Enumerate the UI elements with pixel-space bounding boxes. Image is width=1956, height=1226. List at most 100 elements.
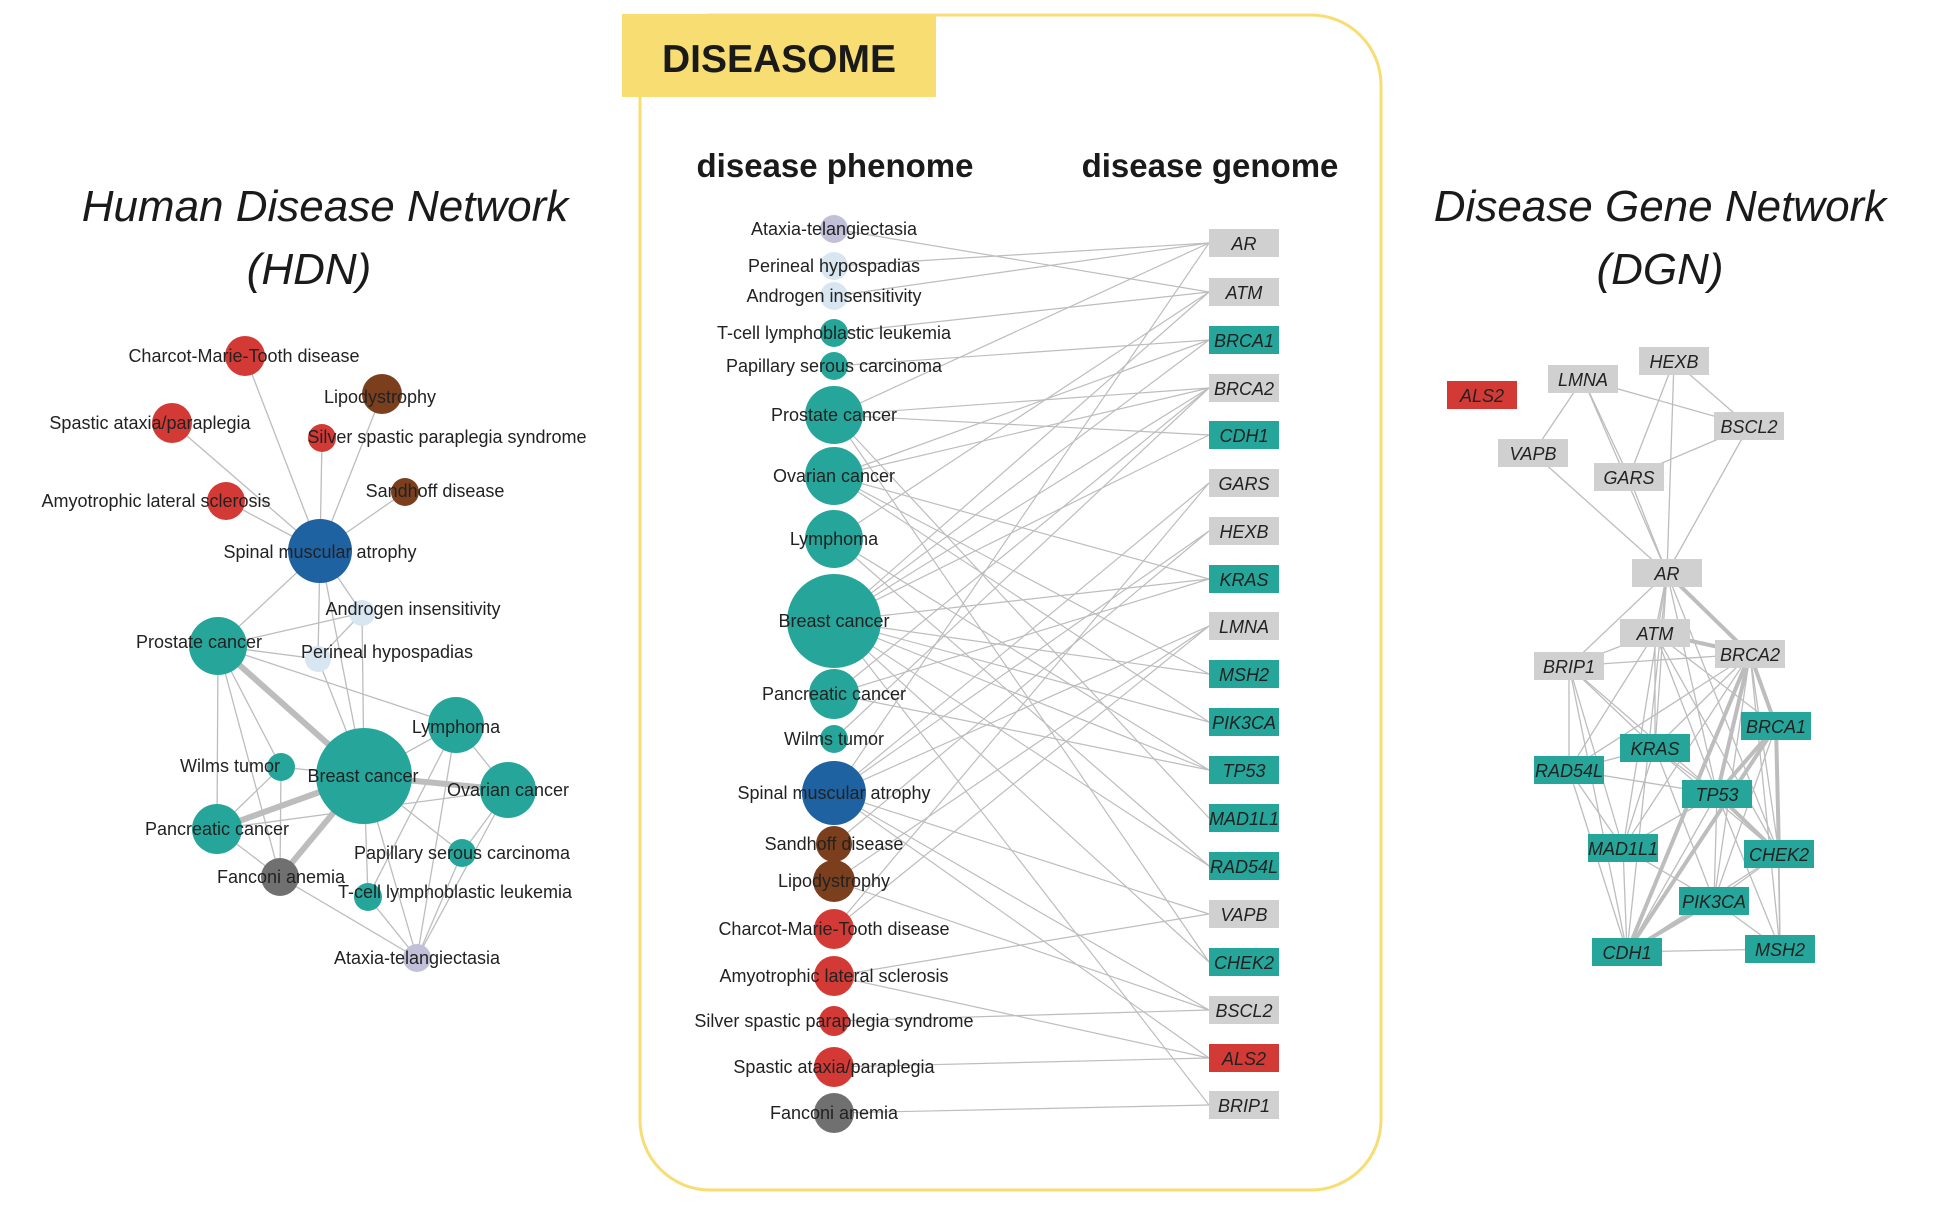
dgn-node-BRIP1 bbox=[1534, 652, 1604, 680]
diseasome-badge bbox=[622, 14, 936, 97]
dgn-label-ATM: ATM bbox=[1636, 624, 1674, 644]
hdn-label-wilms: Wilms tumor bbox=[180, 756, 280, 776]
phenome-node-ataxia bbox=[820, 215, 848, 243]
dgn-subtitle: (DGN) bbox=[1596, 245, 1723, 294]
hdn-node-spastic bbox=[152, 403, 192, 443]
bipartite-link bbox=[833, 339, 1210, 477]
phenome-label-fanconi: Fanconi anemia bbox=[770, 1103, 899, 1123]
dgn-label-RAD54L: RAD54L bbox=[1535, 761, 1603, 781]
bipartite-link bbox=[833, 625, 1210, 794]
genome-node-LMNA bbox=[1209, 612, 1279, 640]
phenome-node-sma bbox=[802, 761, 866, 825]
genome-node-PIK3CA bbox=[1209, 708, 1279, 736]
genome-node-MAD1L1 bbox=[1209, 804, 1279, 832]
hdn-label-sandhoff: Sandhoff disease bbox=[366, 481, 505, 501]
hdn-node-ataxia bbox=[403, 944, 431, 972]
diseasome-panel: DISEASOME disease phenome disease genome… bbox=[622, 13, 1383, 1192]
genome-node-BRCA2 bbox=[1209, 374, 1279, 402]
bipartite-link bbox=[833, 414, 1210, 963]
genome-node-KRAS bbox=[1209, 565, 1279, 593]
hdn-node-pancreatic bbox=[192, 804, 242, 854]
bipartite-link bbox=[833, 291, 1210, 540]
genome-node-BRIP1 bbox=[1209, 1091, 1279, 1119]
dgn-node-TP53 bbox=[1682, 780, 1752, 808]
genome-label-AR: AR bbox=[1230, 234, 1256, 254]
phenome-label-androgen: Androgen insensitivity bbox=[746, 286, 921, 306]
genome-label-ALS2: ALS2 bbox=[1221, 1049, 1266, 1069]
phenome-label-sma: Spinal muscular atrophy bbox=[737, 783, 930, 803]
dgn-edge bbox=[1622, 572, 1668, 849]
phenome-label-lymphoma: Lymphoma bbox=[790, 529, 879, 549]
dgn-label-HEXB: HEXB bbox=[1649, 352, 1698, 372]
dgn-edge bbox=[1622, 847, 1628, 953]
genome-label-PIK3CA: PIK3CA bbox=[1212, 713, 1276, 733]
bipartite-link bbox=[833, 291, 1210, 622]
hdn-node-perineal bbox=[305, 646, 331, 672]
bipartite-link bbox=[833, 620, 1210, 723]
dgn-label-CDH1: CDH1 bbox=[1602, 943, 1651, 963]
dgn-node-KRAS bbox=[1620, 734, 1690, 762]
bipartite-link bbox=[833, 1104, 1210, 1114]
phenome-node-als bbox=[814, 956, 854, 996]
dgn-edge bbox=[1568, 653, 1751, 771]
genome-label-CDH1: CDH1 bbox=[1219, 426, 1268, 446]
bipartite-link bbox=[833, 625, 1210, 882]
dgn-edge bbox=[1654, 747, 1715, 902]
hdn-label-lymphoma: Lymphoma bbox=[412, 717, 501, 737]
hdn-label-silver: Silver spastic paraplegia syndrome bbox=[307, 427, 586, 447]
hdn-edge bbox=[244, 355, 321, 552]
dgn-node-VAPB bbox=[1498, 439, 1568, 467]
hdn-node-tcell bbox=[354, 883, 382, 911]
dgn-title: Disease Gene Network bbox=[1434, 182, 1888, 231]
hdn-label-fanconi: Fanconi anemia bbox=[217, 867, 346, 887]
bipartite-link bbox=[833, 339, 1210, 367]
hdn-label-perineal: Perineal hypospadias bbox=[301, 642, 473, 662]
genome-label-CHEK2: CHEK2 bbox=[1214, 953, 1274, 973]
hdn-node-lymphoma bbox=[428, 697, 484, 753]
hdn-node-fanconi bbox=[261, 858, 299, 896]
hdn-node-androgen bbox=[349, 600, 375, 626]
hdn-label-ataxia: Ataxia-telangiectasia bbox=[334, 948, 501, 968]
genome-label-LMNA: LMNA bbox=[1219, 617, 1269, 637]
phenome-label-als: Amyotrophic lateral sclerosis bbox=[719, 966, 948, 986]
genome-node-HEXB bbox=[1209, 517, 1279, 545]
genome-node-AR bbox=[1209, 229, 1279, 257]
diseasome-badge-label: DISEASOME bbox=[662, 38, 896, 81]
dgn-node-PIK3CA bbox=[1679, 887, 1749, 915]
dgn-edge bbox=[1666, 425, 1750, 574]
dgn-edge bbox=[1626, 793, 1718, 953]
phenome-label-wilms: Wilms tumor bbox=[784, 729, 884, 749]
phenome-node-papillary bbox=[820, 352, 848, 380]
hdn-node-breast bbox=[316, 728, 412, 824]
dgn-edge bbox=[1778, 853, 1781, 950]
phenome-node-spastic bbox=[814, 1047, 854, 1087]
dgn-label-KRAS: KRAS bbox=[1630, 739, 1679, 759]
genome-label-RAD54L: RAD54L bbox=[1210, 857, 1278, 877]
bipartite-link bbox=[833, 291, 1210, 334]
dgn-label-MSH2: MSH2 bbox=[1755, 940, 1805, 960]
genome-node-VAPB bbox=[1209, 900, 1279, 928]
genome-label-BRCA1: BRCA1 bbox=[1214, 331, 1274, 351]
dgn-edge bbox=[1568, 665, 1628, 953]
dgn-edge bbox=[1715, 653, 1752, 795]
hdn-node-ovarian bbox=[480, 762, 536, 818]
dgn-edge bbox=[1568, 665, 1718, 795]
dgn-edge bbox=[1713, 793, 1718, 902]
genome-node-CHEK2 bbox=[1209, 948, 1279, 976]
bipartite-link bbox=[833, 387, 1210, 740]
dgn-nodes: HEXBLMNAALS2BSCL2VAPBGARSARATMBRCA2BRIP1… bbox=[1447, 347, 1815, 966]
bipartite-link bbox=[833, 1057, 1210, 1068]
genome-label-TP53: TP53 bbox=[1222, 761, 1265, 781]
bipartite-link bbox=[833, 975, 1210, 1059]
dgn-edge bbox=[1666, 360, 1675, 574]
hdn-edge bbox=[171, 422, 321, 552]
hdn-label-papillary: Papillary serous carcinoma bbox=[354, 843, 571, 863]
phenome-label-silver: Silver spastic paraplegia syndrome bbox=[694, 1011, 973, 1031]
genome-label-BRIP1: BRIP1 bbox=[1218, 1096, 1270, 1116]
hdn-panel: Human Disease Network (HDN) Charcot-Mari… bbox=[41, 182, 587, 972]
dgn-node-RAD54L bbox=[1534, 756, 1604, 784]
dgn-label-BSCL2: BSCL2 bbox=[1720, 417, 1777, 437]
bipartite-link bbox=[833, 434, 1210, 622]
dgn-label-LMNA: LMNA bbox=[1558, 370, 1608, 390]
